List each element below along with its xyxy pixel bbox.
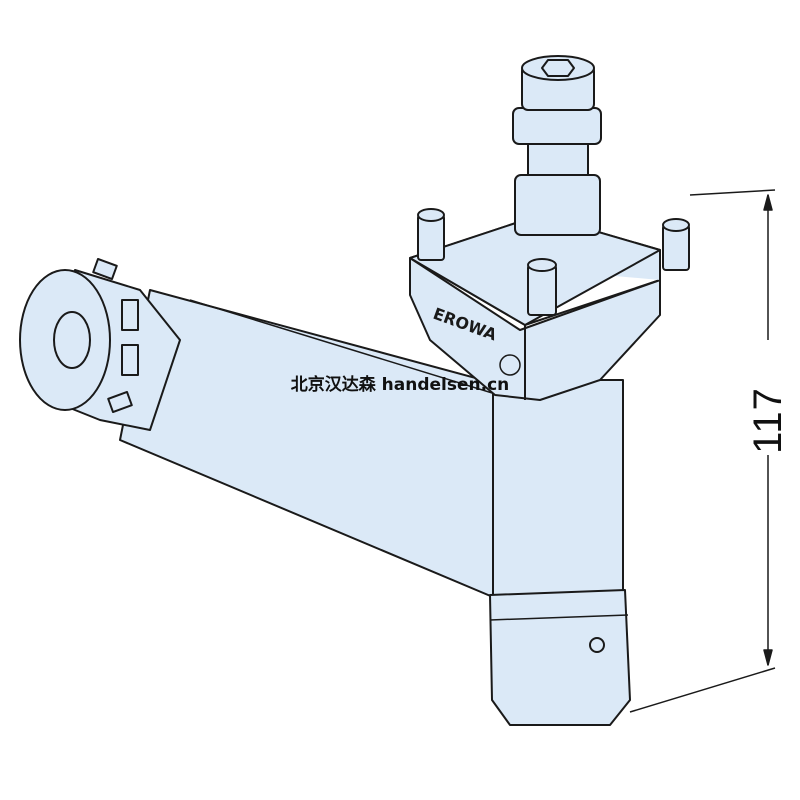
vertical-body bbox=[489, 379, 631, 726]
hex-bolts bbox=[417, 208, 690, 316]
collet-nut bbox=[19, 258, 181, 431]
watermark: 北京汉达森 handelsen.cn bbox=[290, 375, 510, 395]
pull-stud bbox=[512, 55, 602, 236]
dimension-line bbox=[629, 189, 776, 713]
dimension-label: 117 bbox=[745, 387, 790, 454]
